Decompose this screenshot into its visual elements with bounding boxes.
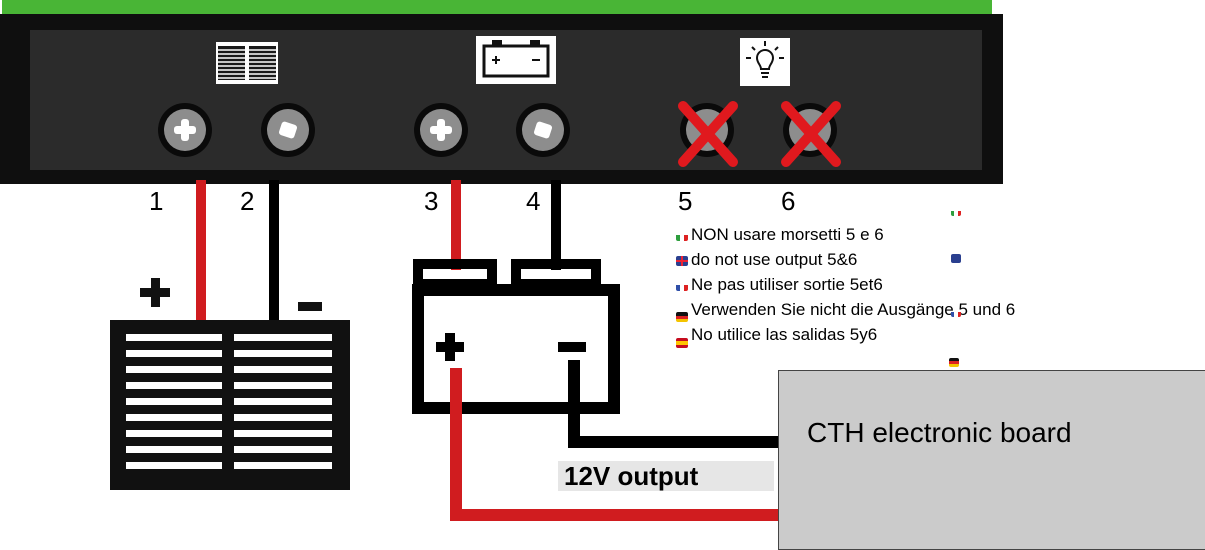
solar-panel-icon — [216, 42, 278, 84]
output-negative-wire — [568, 360, 780, 448]
red-x-icon — [678, 101, 738, 167]
plus-icon — [174, 119, 196, 141]
warning-italian: NON usare morsetti 5 e 6 — [676, 226, 884, 243]
electronic-board: CTH electronic board — [778, 370, 1205, 550]
warning-spanish: No utilice las salidas 5y6 — [676, 326, 877, 348]
terminal-label-2: 2 — [240, 186, 255, 216]
controller-top-strip — [2, 0, 992, 14]
wiring-diagram — [0, 0, 1003, 521]
battery-icon — [476, 36, 556, 84]
light-bulb-icon — [740, 38, 790, 86]
uk-flag-icon — [676, 256, 688, 266]
france-flag-icon — [951, 308, 961, 317]
terminal-3-positive — [414, 103, 468, 157]
uk-flag-icon — [951, 254, 961, 263]
terminal-4-negative — [516, 103, 570, 157]
output-label: 12V output — [558, 461, 774, 491]
terminal-label-4: 4 — [526, 186, 541, 216]
warning-german: Verwenden Sie nicht die Ausgänge 5 und 6 — [676, 301, 1015, 322]
terminal-5-disabled — [678, 101, 738, 167]
terminal-label-1: 1 — [149, 186, 164, 216]
germany-flag-icon — [949, 358, 959, 367]
minus-icon — [558, 342, 586, 352]
board-label: CTH electronic board — [807, 417, 1072, 448]
minus-icon — [534, 121, 552, 139]
minus-icon — [298, 302, 322, 311]
terminal-1-positive — [158, 103, 212, 157]
battery-drawing — [412, 259, 620, 414]
red-x-icon — [781, 101, 841, 167]
italy-flag-icon — [951, 207, 961, 216]
plus-icon — [430, 119, 452, 141]
terminal-label-6: 6 — [781, 186, 796, 216]
spain-flag-icon — [676, 338, 688, 348]
terminal-label-5: 5 — [678, 186, 693, 216]
italy-flag-icon — [676, 231, 688, 241]
plus-icon — [436, 333, 464, 361]
minus-icon — [279, 121, 297, 139]
warning-french: Ne pas utiliser sortie 5et6 — [676, 276, 883, 293]
output-positive-wire — [450, 368, 780, 521]
solar-panel-drawing — [110, 278, 350, 490]
terminal-6-disabled — [781, 101, 841, 167]
warning-english: do not use output 5&6 — [676, 251, 857, 268]
germany-flag-icon — [676, 312, 688, 322]
terminal-2-negative — [261, 103, 315, 157]
france-flag-icon — [676, 281, 688, 291]
terminal-label-3: 3 — [424, 186, 439, 216]
